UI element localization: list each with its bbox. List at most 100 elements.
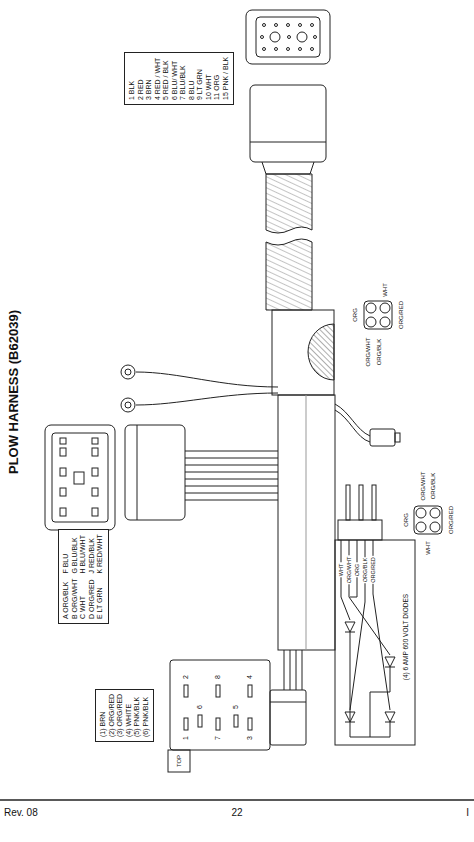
relay-plug-stroke [296, 650, 297, 690]
drawing-stroke [0, 799, 474, 801]
diode-pack-stroke [385, 712, 395, 722]
diode-pack-stroke [346, 485, 350, 520]
fifteen-pin-connector-face-stroke [311, 24, 314, 27]
pin-number: 3 [246, 735, 254, 741]
diode-note: (4) 6 AMP 600 VOLT DIODES [402, 593, 409, 681]
round-connector [364, 301, 442, 534]
pin-number: 8 [214, 674, 222, 680]
table-row: (2) ORG/RED [108, 694, 117, 737]
round-connector-stroke [430, 522, 440, 532]
table-row: 2 RED [137, 57, 146, 100]
relay-socket-stroke [234, 715, 238, 727]
relay-plug-stroke [284, 650, 285, 690]
fifteen-pin-connector-body-stroke [250, 85, 326, 162]
relay-plug [270, 650, 306, 745]
ten-pin-connector-stroke [185, 486, 278, 487]
table-row: 1 BLK [128, 57, 137, 100]
ten-pin-connector-stroke [185, 451, 278, 452]
wire-color-label: ORG [403, 512, 410, 528]
diode-pack-stroke [350, 632, 390, 737]
round-connector-stroke [366, 317, 376, 327]
table-row: (4) WHITE [125, 694, 134, 737]
round-connector-stroke [380, 317, 390, 327]
table-row: 15 PNK / BLK [222, 57, 231, 100]
ten-pin-connector-stroke [137, 425, 138, 520]
round-connector-stroke [414, 506, 442, 534]
fifteen-pin-connector-face-stroke [288, 36, 291, 39]
wire-color-label: WHT [338, 563, 344, 578]
round-connector-stroke [364, 301, 392, 329]
table-row: (1) BRN [99, 694, 108, 737]
table-row: 6 BLU/ WHT [171, 57, 180, 100]
diode-pack-stroke [335, 540, 415, 745]
connector-pin-table: A ORG/BLKB ORG/WHTC WHTD ORG/REDE LT GRN… [58, 529, 109, 624]
ten-pin-connector-stroke [185, 479, 278, 480]
ten-pin-connector-stroke [92, 438, 98, 444]
table-row: (5) PNK/BLK [133, 694, 142, 737]
fifteen-pin-connector-face-stroke [311, 48, 314, 51]
two-pin-plug-stroke [370, 429, 395, 446]
table-row: 5 RED / BLK [162, 57, 171, 100]
relay-socket-stroke [248, 685, 252, 697]
table-row: J RED/BLK [88, 534, 97, 573]
diode-pack [335, 485, 415, 745]
table-row: 4 RED / WHT [154, 57, 163, 100]
table-row: 9 LT GRN [196, 57, 205, 100]
relay-socket-stroke [216, 685, 220, 697]
fifteen-pin-connector-face-stroke [287, 24, 290, 27]
round-connector-stroke [416, 522, 426, 532]
fifteen-pin-connector-face-stroke [261, 36, 264, 39]
relay-socket-stroke [216, 718, 220, 730]
wire-color-table: 1 BLK2 RED3 BRN4 RED / WHT5 RED / BLK6 B… [124, 52, 234, 105]
two-pin-plug [335, 404, 400, 446]
cable-jacket [266, 174, 335, 650]
diode-pack-stroke [349, 540, 390, 655]
fifteen-pin-connector-face-stroke [299, 48, 302, 51]
wire-color-label: ORG/RED [398, 300, 405, 330]
round-connector-stroke [380, 303, 390, 313]
ten-pin-connector [45, 425, 278, 530]
table-row: H BLU/WHT [79, 534, 88, 573]
fifteen-pin-connector-body-stroke [250, 142, 326, 143]
ring-terminals-stroke [121, 365, 135, 379]
cable-jacket-stroke [278, 395, 335, 650]
cable-jacket-stroke [308, 324, 334, 380]
ten-pin-connector-stroke [125, 425, 185, 520]
ring-terminals-stroke [136, 372, 278, 387]
ten-pin-connector-stroke [185, 458, 278, 459]
wire-color-label: WHT [382, 282, 389, 298]
fifteen-pin-connector-body [250, 85, 326, 174]
table-row: A ORG/BLK [62, 579, 71, 619]
ten-pin-connector-stroke [185, 472, 278, 473]
pin-number: 5 [232, 704, 240, 710]
relay-socket-stroke [168, 750, 190, 772]
relay-socket-stroke [198, 715, 202, 727]
ten-pin-connector-stroke [92, 488, 98, 496]
relay-socket-stroke [170, 660, 270, 750]
two-pin-plug-stroke [335, 404, 370, 436]
ten-pin-connector-stroke [185, 493, 278, 494]
fifteen-pin-connector-face-stroke [256, 17, 320, 57]
wire-color-label: ORG/RED [370, 556, 376, 584]
fifteen-pin-connector-face-stroke [263, 48, 266, 51]
ten-pin-connector-stroke [60, 508, 66, 516]
wire-color-label: ORG/RED [448, 505, 455, 535]
fifteen-pin-connector-face-stroke [299, 24, 302, 27]
table-row: C WHT [79, 579, 88, 619]
two-pin-plug-stroke [335, 410, 370, 442]
orientation-label: TOP [176, 754, 183, 768]
table-row: 8 BLU [188, 57, 197, 100]
relay-socket-stroke [248, 718, 252, 730]
relay-plug-stroke [270, 690, 306, 745]
table-row: (6) PNK/BLK [142, 694, 151, 737]
cable-jacket-stroke [266, 174, 312, 233]
cable-jacket-stroke [306, 395, 307, 650]
relay-socket [168, 660, 270, 772]
relay-pin-table: (1) BRN(2) ORG/RED(3) ORG/RED(4) WHITE(5… [95, 689, 154, 742]
fifteen-pin-connector-face [246, 10, 330, 64]
wire-color-label: ORG [352, 307, 359, 323]
wire-color-label: ORG/WHT [346, 556, 352, 585]
